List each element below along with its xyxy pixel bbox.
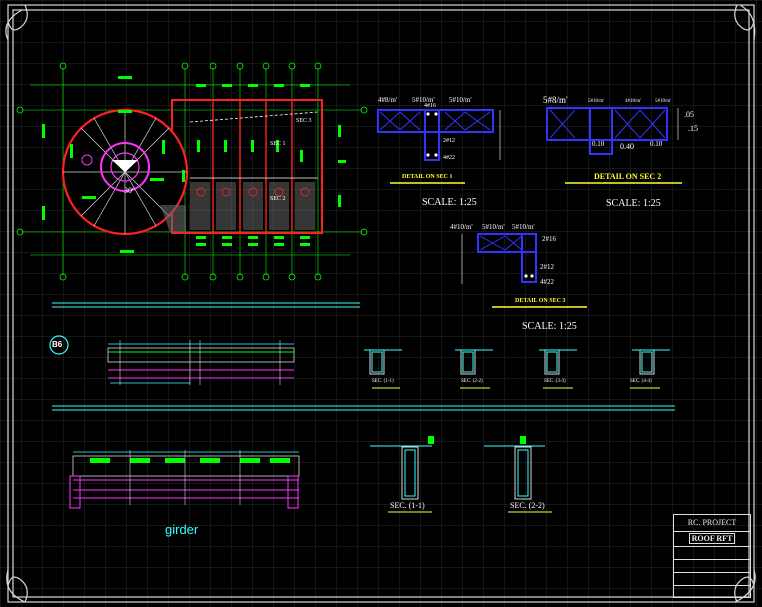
plan-sec1-label: SEC 1 [270, 141, 286, 147]
sec3-top-label-1: 4#10/m' [450, 223, 473, 231]
girder-section-2-label: SEC. (2-2) [510, 501, 545, 510]
girder-label: girder [165, 522, 199, 537]
sec2-dim-5: 0.10 [650, 140, 663, 148]
sec1-top-label-3: 5#10/m' [449, 96, 472, 104]
girder-sections [370, 436, 552, 513]
title-block-row-5 [674, 573, 750, 586]
sec1-top-label-2: 5#10/m' [412, 96, 435, 104]
sec2-dim-3: 0.10 [592, 140, 605, 148]
girder-section-1-label: SEC. (1-1) [390, 501, 425, 510]
sec2-detail-title: DETAIL ON SEC 2 [594, 172, 662, 181]
section-separators [52, 302, 675, 411]
sec1-bar-label-1: 4#16 [424, 103, 436, 109]
title-block: RC. PROJECT ROOF RFT [673, 514, 751, 598]
sec3-bar-label-1: 2#16 [542, 235, 556, 243]
title-block-project: RC. PROJECT [674, 515, 750, 532]
sec2-dim-1: .05 [684, 110, 694, 119]
beam-section-2-label: SEC. (2-2) [461, 379, 483, 384]
plan-angle-label: 30° [124, 186, 136, 195]
sec3-bar-label-2: 2#12 [540, 263, 554, 271]
sec2-top-label-4: 5#10/m' [655, 99, 672, 104]
detail-sec1-drawing [377, 109, 501, 184]
detail-sec2-drawing [546, 107, 682, 184]
title-block-sheet-text: ROOF RFT [688, 533, 736, 544]
sec2-dim-2: .15 [688, 124, 698, 133]
roof-plan [16, 62, 368, 281]
title-block-row-3 [674, 547, 750, 560]
sec1-detail-title: DETAIL ON SEC 1 [402, 174, 453, 180]
plan-rebar-marks [42, 76, 346, 253]
sec3-top-label-3: 5#10/m' [512, 223, 535, 231]
sec1-bar-label-3: 4#22 [443, 155, 455, 161]
sec3-detail-title: DETAIL ON SEC 3 [515, 298, 566, 304]
sec1-top-label-1: 4#8/m' [378, 96, 398, 104]
sec2-top-label-2: 5#10/m' [588, 99, 605, 104]
plan-sec3-label: SEC 3 [296, 118, 312, 124]
detail-sec3-drawing [461, 233, 587, 308]
sec3-top-label-2: 5#10/m' [482, 223, 505, 231]
sec2-top-label-1: 5#8/m' [543, 95, 568, 105]
sheet-border [5, 4, 756, 603]
sec1-bar-label-2: 2#12 [443, 138, 455, 144]
sec2-top-label-3: 4#10/m' [625, 99, 642, 104]
girder-elevation [69, 450, 300, 509]
beam-b6-elevation [49, 335, 295, 385]
sec1-scale: SCALE: 1:25 [422, 197, 477, 208]
beam-tag-b6: B6 [52, 340, 63, 349]
beam-section-3-label: SEC. (3-3) [544, 379, 566, 384]
beam-section-1-label: SEC. (1-1) [372, 379, 394, 384]
sec3-bar-label-3: 4#22 [540, 278, 554, 286]
plan-sec2-label: SEC 2 [270, 196, 286, 202]
sec2-scale: SCALE: 1:25 [606, 198, 661, 209]
title-block-row-4 [674, 560, 750, 573]
sec2-dim-4: 0.40 [620, 142, 634, 151]
sec3-scale: SCALE: 1:25 [522, 321, 577, 332]
beam-b6-sections [364, 349, 670, 389]
beam-section-4-label: SEC. (4-4) [630, 379, 652, 384]
title-block-sheet: ROOF RFT [674, 532, 750, 547]
